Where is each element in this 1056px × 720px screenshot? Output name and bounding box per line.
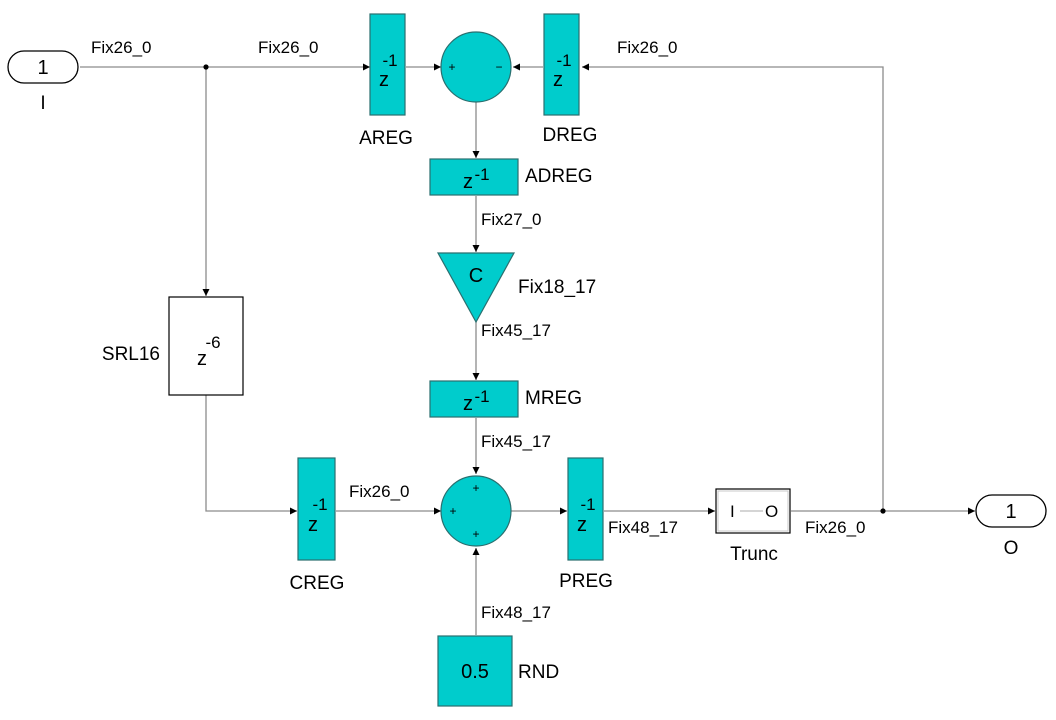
inport-block[interactable]: 1 I (7, 50, 79, 114)
adreg-block[interactable]: z -1 ADREG (429, 158, 593, 196)
trunc-in-port-label: I (730, 502, 735, 521)
preg-exponent: -1 (580, 495, 595, 514)
gain-param: Fix18_17 (518, 277, 596, 298)
signal-label-feedback: Fix26_0 (617, 38, 677, 57)
mreg-label: MREG (525, 388, 582, 409)
outport-block[interactable]: 1 O (975, 494, 1047, 559)
srl16-label: SRL16 (102, 344, 160, 365)
trunc-block[interactable]: I O Trunc (715, 488, 791, 565)
signal-label-mreg-out: Fix45_17 (481, 432, 551, 451)
areg-exponent: -1 (382, 51, 397, 70)
creg-label: CREG (290, 573, 345, 594)
outport-number: 1 (1005, 501, 1016, 523)
outport-name: O (1004, 538, 1019, 559)
trunc-out-port-label: O (765, 502, 778, 521)
wires (80, 63, 975, 635)
inport-number: 1 (37, 57, 48, 79)
signal-label-trunc-out: Fix26_0 (805, 518, 865, 537)
signal-label-input: Fix26_0 (91, 38, 151, 57)
signal-label-adreg-out: Fix27_0 (481, 210, 541, 229)
trunc-label: Trunc (730, 544, 778, 565)
rnd-value: 0.5 (461, 661, 489, 683)
dreg-label: DREG (543, 125, 598, 146)
dreg-exponent: -1 (556, 51, 571, 70)
signal-label-gain-out: Fix45_17 (481, 321, 551, 340)
mreg-exponent: -1 (474, 387, 489, 406)
sum-left-sign: + (449, 504, 456, 518)
pre-subtractor-block[interactable]: + − (440, 31, 512, 103)
areg-label: AREG (359, 128, 413, 149)
rnd-label: RND (518, 662, 559, 683)
inport-name: I (40, 93, 45, 114)
rnd-block[interactable]: 0.5 RND (437, 635, 559, 707)
presub-left-sign: + (448, 60, 455, 74)
adreg-symbol: z (463, 171, 473, 193)
preg-symbol: z (577, 514, 587, 536)
signal-labels: Fix26_0 Fix26_0 Fix26_0 Fix27_0 Fix45_17… (91, 38, 865, 622)
sum-bottom-sign: + (472, 527, 479, 541)
signal-label-creg-out: Fix26_0 (349, 482, 409, 501)
dreg-symbol: z (553, 69, 563, 91)
adreg-exponent: -1 (474, 165, 489, 184)
srl16-block[interactable]: z -6 SRL16 (102, 296, 244, 396)
creg-exponent: -1 (312, 495, 327, 514)
presub-right-sign: − (495, 60, 502, 74)
srl16-exponent: -6 (205, 333, 220, 352)
preg-block[interactable]: z -1 PREG (559, 457, 613, 592)
mreg-block[interactable]: z -1 MREG (429, 380, 582, 418)
signal-label-areg-in: Fix26_0 (258, 38, 318, 57)
branch-point-input (203, 64, 209, 70)
preg-label: PREG (559, 571, 613, 592)
signal-label-rnd-out: Fix48_17 (481, 603, 551, 622)
srl16-symbol: z (197, 348, 207, 370)
mreg-symbol: z (463, 393, 473, 415)
adreg-label: ADREG (525, 166, 593, 187)
creg-block[interactable]: z -1 CREG (290, 457, 345, 594)
wire-srl16-to-creg (205, 395, 297, 515)
areg-block[interactable]: z -1 AREG (359, 13, 413, 149)
creg-symbol: z (308, 514, 318, 536)
gain-symbol: C (469, 265, 483, 287)
wire-feedback-to-dreg (582, 63, 884, 511)
gain-block[interactable]: C Fix18_17 (436, 252, 596, 324)
dreg-block[interactable]: z -1 DREG (543, 13, 598, 146)
areg-symbol: z (379, 69, 389, 91)
branch-point-output (880, 508, 886, 514)
signal-label-preg-out: Fix48_17 (608, 518, 678, 537)
sum-top-sign: + (472, 481, 479, 495)
sum-block[interactable]: + + + (440, 475, 512, 547)
